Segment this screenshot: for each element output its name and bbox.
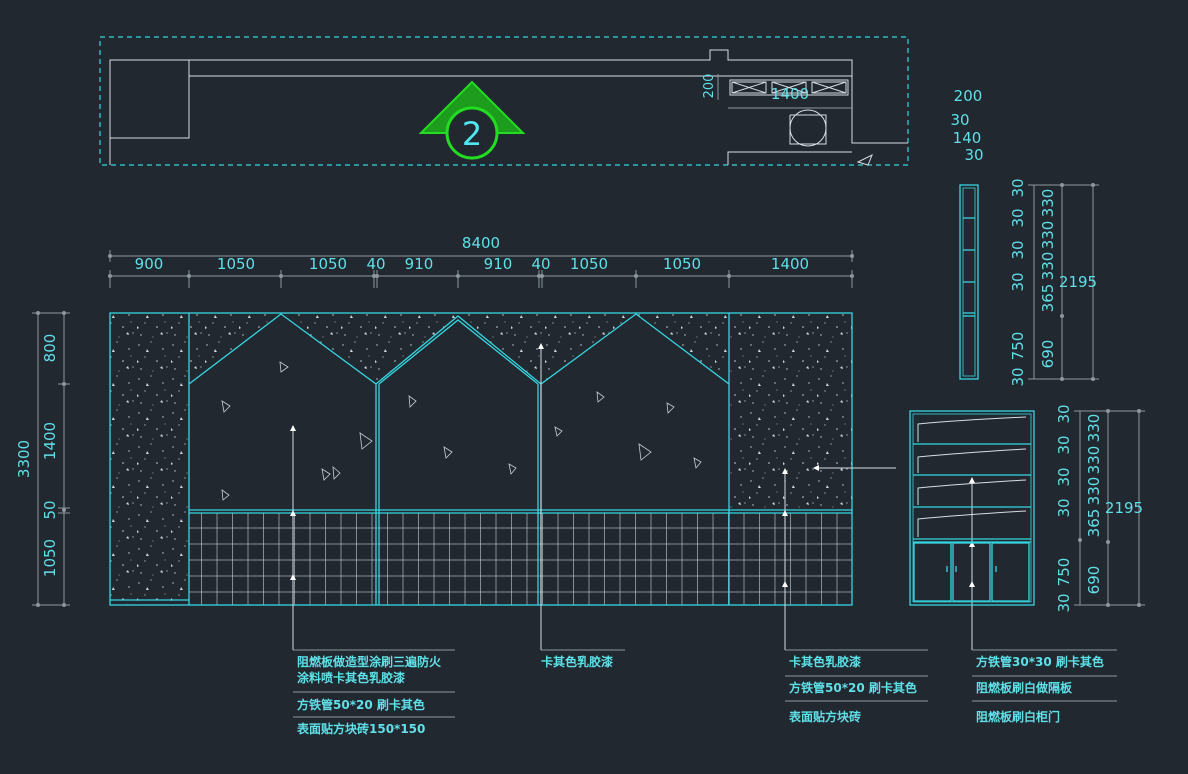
- section-dim: 30: [1009, 240, 1027, 259]
- dim-segment: 1050: [309, 255, 347, 273]
- main-elevation: [109, 312, 975, 650]
- plan-view: 1400 200 2: [99, 36, 909, 166]
- cabinet-dim: 365: [1085, 509, 1103, 538]
- cabinet-dim: 30: [1055, 593, 1073, 612]
- dim-segment: 800: [41, 334, 59, 363]
- cabinet-dim: 690: [1085, 566, 1103, 595]
- section-dim: 30: [1009, 178, 1027, 197]
- section-dim: 365: [1039, 284, 1057, 313]
- dim-segment: 40: [531, 255, 550, 273]
- cabinet-dim: 30: [1055, 467, 1073, 486]
- dim-segment: 1400: [771, 255, 809, 273]
- dim-segment: 900: [135, 255, 164, 273]
- note-text: 卡其色乳胶漆: [541, 654, 613, 669]
- dim-segment: 1400: [41, 422, 59, 460]
- note-text: 卡其色乳胶漆: [789, 654, 861, 669]
- dim-total-height: 3300: [15, 440, 33, 478]
- dimension-node: [108, 254, 112, 258]
- section-dim: 30: [1009, 367, 1027, 386]
- plan-dim-depth: 200: [702, 74, 717, 99]
- section-callout-marker: 2: [418, 80, 526, 160]
- note-text: 涂料喷卡其色乳胶漆: [297, 670, 405, 685]
- dimension-node: [537, 274, 541, 278]
- dim-segment: 1050: [663, 255, 701, 273]
- note-text: 阻燃板做造型涂刷三遍防火: [297, 654, 442, 669]
- cabinet-elevation: 30 30 30 30 750 30 330 330 330 365 690 2…: [909, 404, 1145, 613]
- note-text: 方铁管30*30 刷卡其色: [976, 654, 1104, 669]
- dimension-node: [634, 274, 638, 278]
- note-text: 阻燃板刷白做隔板: [976, 680, 1073, 695]
- section-dim: 330: [1039, 189, 1057, 218]
- cabinet-dim: 330: [1085, 414, 1103, 443]
- note-text: 方铁管50*20 刷卡其色: [297, 697, 425, 712]
- top-dimension-chain: 8400 900 1050 1050 40 910 910 40 1050 10…: [108, 234, 854, 288]
- dim-segment: 910: [405, 255, 434, 273]
- dimension-node: [456, 274, 460, 278]
- dimension-node: [727, 274, 731, 278]
- section-dim: 30: [950, 111, 969, 129]
- note-text: 阻燃板刷白柜门: [976, 709, 1060, 724]
- dimension-node: [850, 274, 854, 278]
- dim-segment: 40: [366, 255, 385, 273]
- dim-segment: 910: [484, 255, 513, 273]
- note-text: 表面贴方块砖: [788, 709, 861, 724]
- dimension-node: [850, 254, 854, 258]
- plan-dim-width: 1400: [771, 85, 809, 103]
- dimension-node: [372, 274, 376, 278]
- section-dim: 750: [1009, 332, 1027, 361]
- dim-total-width: 8400: [462, 234, 500, 252]
- section-dim: 200: [954, 87, 983, 105]
- dimension-node: [540, 274, 544, 278]
- section-dim: 330: [1039, 221, 1057, 250]
- callout-number: 2: [462, 115, 482, 153]
- dim-segment: 1050: [570, 255, 608, 273]
- section-dim: 330: [1039, 252, 1057, 281]
- dimension-node: [375, 274, 379, 278]
- note-text: 表面贴方块砖150*150: [296, 721, 425, 736]
- left-dimension-chain: 3300 800 1400 50 1050: [15, 311, 70, 607]
- cabinet-dim: 330: [1085, 446, 1103, 475]
- cabinet-dim: 30: [1055, 404, 1073, 423]
- section-dim: 30: [1009, 272, 1027, 291]
- section-dim-total: 2195: [1059, 273, 1097, 291]
- dim-segment: 50: [41, 500, 59, 519]
- cabinet-dim: 30: [1055, 435, 1073, 454]
- dim-segment: 1050: [217, 255, 255, 273]
- cabinet-dim: 750: [1055, 558, 1073, 587]
- section-dim: 690: [1039, 340, 1057, 369]
- dimension-node: [108, 274, 112, 278]
- section-dim: 140: [953, 129, 982, 147]
- dimension-node: [187, 274, 191, 278]
- side-section-view: 200 30 140 30 30 30 30 30 750 30 330 330…: [950, 87, 1099, 387]
- note-text: 方铁管50*20 刷卡其色: [789, 680, 917, 695]
- dimension-node: [279, 274, 283, 278]
- section-dim: 30: [1009, 208, 1027, 227]
- dim-segment: 1050: [41, 539, 59, 577]
- annotation-notes: 阻燃板做造型涂刷三遍防火 涂料喷卡其色乳胶漆 方铁管50*20 刷卡其色 表面贴…: [293, 649, 1117, 736]
- cabinet-dim: 30: [1055, 498, 1073, 517]
- cabinet-dim-total: 2195: [1105, 499, 1143, 517]
- cabinet-dim: 330: [1085, 477, 1103, 506]
- section-dim: 30: [964, 146, 983, 164]
